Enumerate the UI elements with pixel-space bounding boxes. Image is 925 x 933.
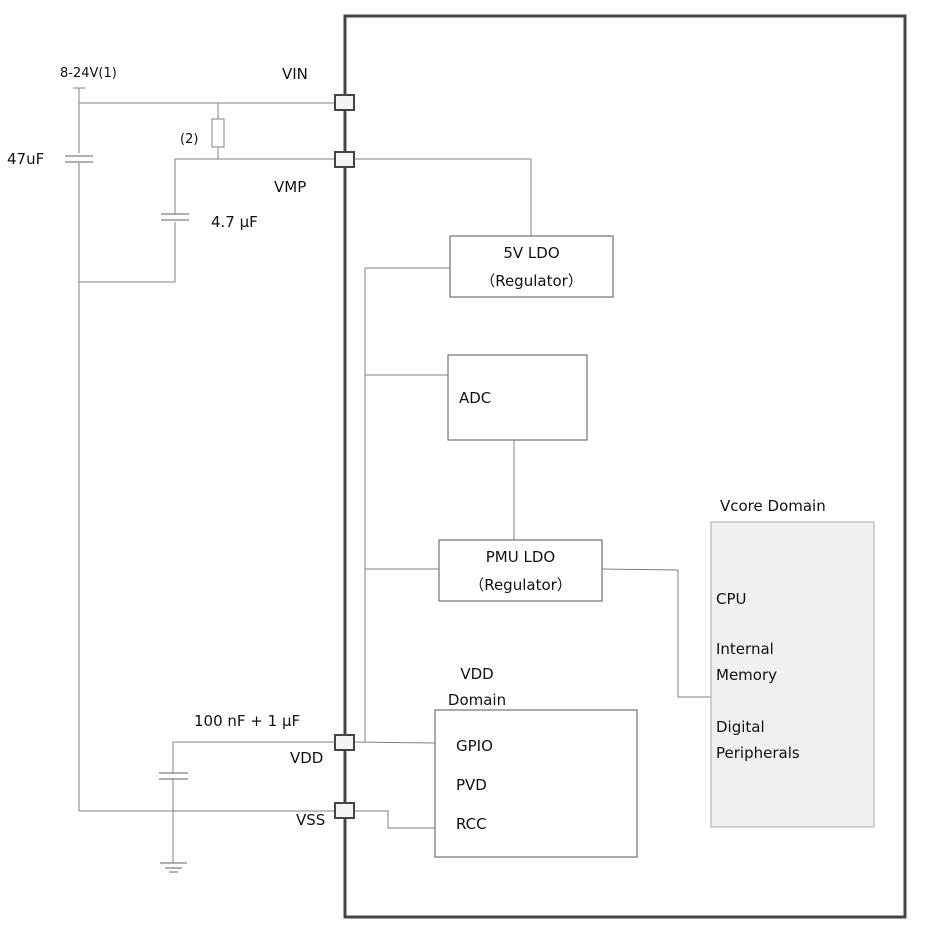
resistor <box>211 118 225 148</box>
vcore-domain-block <box>710 521 875 828</box>
pin-label-vdd: VDD <box>290 749 324 767</box>
pmu-ldo-subtitle: （Regulator） <box>469 576 572 594</box>
vdd-internal-wire <box>354 741 436 744</box>
vdd-item-gpio: GPIO <box>456 737 493 755</box>
pmu-ldo-block <box>438 539 603 602</box>
vmp-cap-label: 4.7 µF <box>211 213 258 231</box>
chip-outline <box>343 14 907 919</box>
vss-internal-wire <box>355 810 435 829</box>
vcore-item-internal: Internal <box>716 640 774 658</box>
vcore-item-cpu: CPU <box>716 590 747 608</box>
adc-block <box>447 354 588 441</box>
vdd-capacitor-symbol <box>159 772 188 780</box>
pmu-ldo-title: PMU LDO <box>485 548 556 566</box>
pad-vdd <box>334 734 355 751</box>
pad-vss <box>334 802 355 819</box>
vcore-domain-title: Vcore Domain <box>720 497 826 515</box>
pin-label-vmp: VMP <box>274 178 307 196</box>
adc-label: ADC <box>459 389 492 407</box>
vdd-cap-label: 100 nF + 1 µF <box>194 712 301 730</box>
supply-voltage-label: 8-24V(1) <box>60 66 117 81</box>
vdd-domain-title-1: VDD <box>460 665 494 683</box>
pad-vin <box>334 94 355 111</box>
bulk-cap-label: 47uF <box>7 150 45 168</box>
vdd-item-pvd: PVD <box>456 776 487 794</box>
vcore-item-digital: Digital <box>716 718 765 736</box>
vdd-domain-block <box>434 709 638 858</box>
vmp-capacitor-symbol <box>161 213 189 221</box>
ldo5v-subtitle: （Regulator） <box>480 272 583 290</box>
ldo5v-block <box>449 235 614 298</box>
bulk-capacitor-symbol <box>65 155 93 163</box>
vdd-item-rcc: RCC <box>456 815 487 833</box>
vcore-item-memory: Memory <box>716 666 778 684</box>
ldo5v-title: 5V LDO <box>503 244 560 262</box>
pin-label-vin: VIN <box>282 65 308 83</box>
pmu-to-vcore <box>601 568 711 698</box>
resistor-note-label: (2) <box>180 132 199 147</box>
vdd-domain-title-2: Domain <box>447 691 507 709</box>
pin-label-vss: VSS <box>296 811 326 829</box>
ground-icon <box>160 862 187 873</box>
vcore-item-peripherals: Peripherals <box>716 744 800 762</box>
pad-vmp <box>334 151 355 168</box>
